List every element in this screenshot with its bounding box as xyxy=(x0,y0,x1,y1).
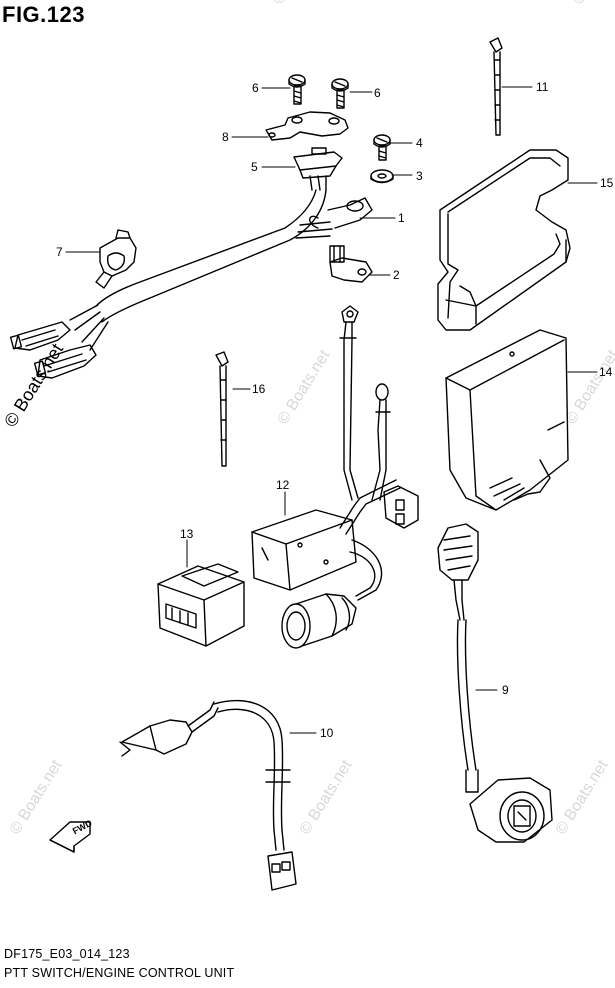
callout-9: 9 xyxy=(502,683,509,697)
washer-3 xyxy=(370,169,394,184)
harness-10 xyxy=(119,700,297,891)
callout-2: 2 xyxy=(393,268,400,282)
figure-title: FIG.123 xyxy=(2,2,85,27)
cable-tie-11 xyxy=(489,37,503,136)
callout-7: 7 xyxy=(56,245,63,259)
callout-12: 12 xyxy=(276,478,290,492)
leader-lines xyxy=(65,86,598,734)
callout-6a: 6 xyxy=(252,81,259,95)
ground-lead xyxy=(339,305,359,501)
ring-lead xyxy=(371,383,391,501)
ecu-14 xyxy=(445,329,569,511)
relay-13 xyxy=(157,563,245,647)
relay-unit-12 xyxy=(251,479,419,649)
callout-11: 11 xyxy=(536,80,549,94)
clamp-7 xyxy=(95,229,137,289)
callout-14: 14 xyxy=(599,365,613,379)
callout-8: 8 xyxy=(222,130,229,144)
switch-harness-9 xyxy=(437,523,553,843)
diagram-code: DF175_E03_014_123 xyxy=(4,947,130,961)
callout-4: 4 xyxy=(416,136,423,150)
callout-16: 16 xyxy=(252,382,266,396)
screw-4 xyxy=(373,134,391,161)
fwd-arrow-icon xyxy=(49,821,91,853)
harness-1 xyxy=(9,189,373,379)
callout-3: 3 xyxy=(416,169,423,183)
callout-6b: 6 xyxy=(374,86,381,100)
ecu-cover-15 xyxy=(437,149,571,331)
callout-1: 1 xyxy=(398,211,405,225)
callout-13: 13 xyxy=(180,527,194,541)
ptt-switch-5 xyxy=(293,147,343,191)
cable-tie-16 xyxy=(215,351,229,467)
sensor-2 xyxy=(329,245,373,283)
callout-10: 10 xyxy=(320,726,334,740)
screw-6b xyxy=(331,78,349,109)
diagram-caption: PTT SWITCH/ENGINE CONTROL UNIT xyxy=(4,966,235,980)
callout-15: 15 xyxy=(600,176,614,190)
callout-5: 5 xyxy=(251,160,258,174)
screw-6a xyxy=(288,74,306,105)
bracket-8 xyxy=(265,111,349,141)
